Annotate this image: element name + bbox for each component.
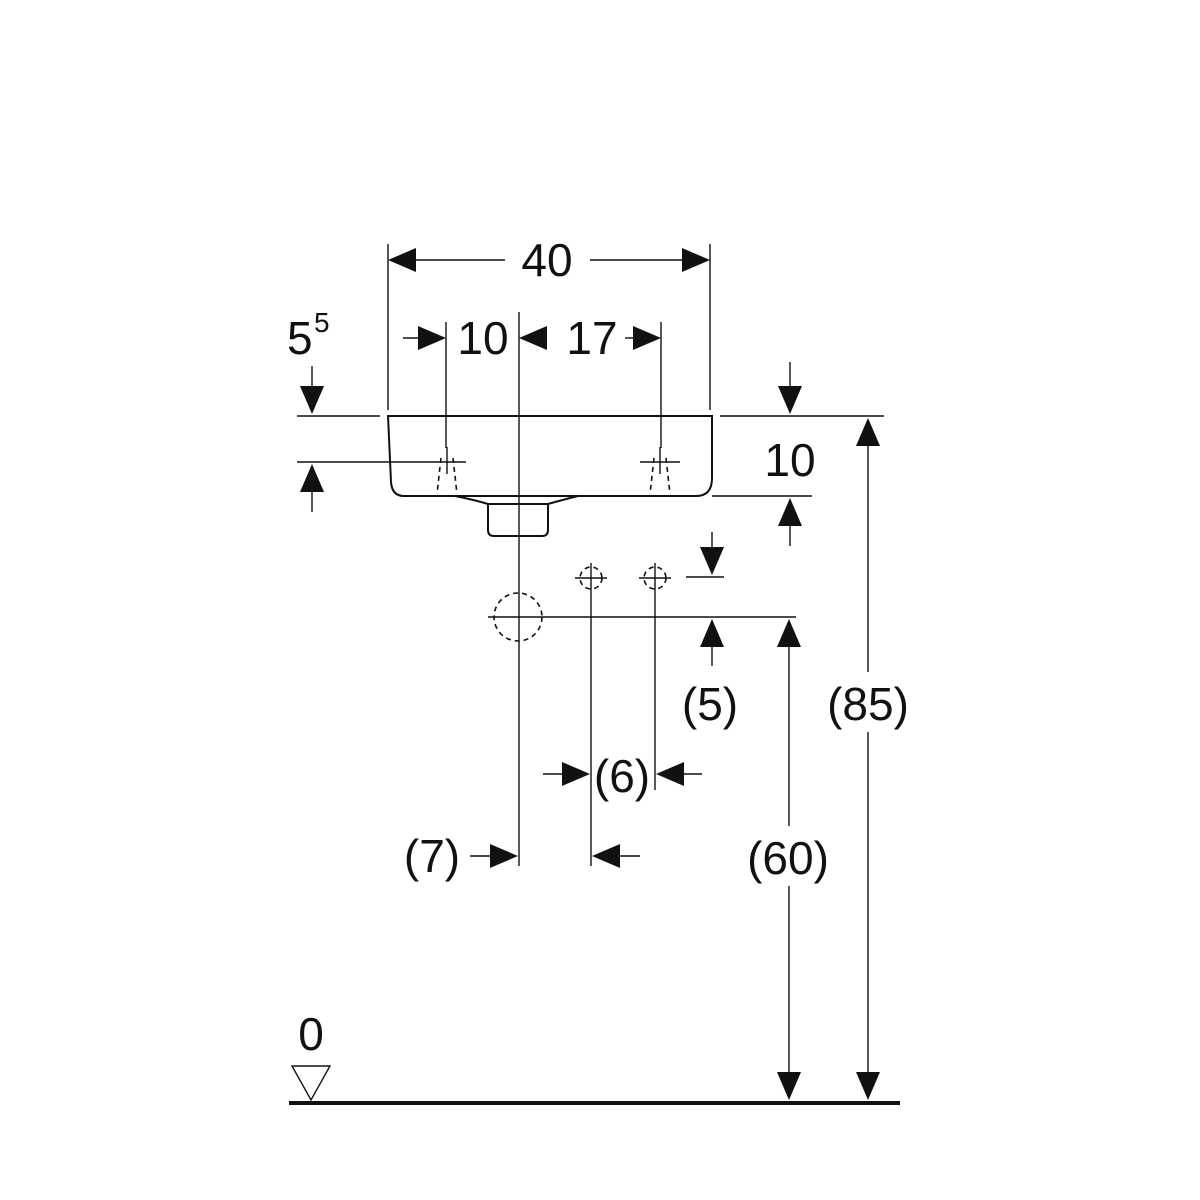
label-tap-right: 17: [566, 312, 617, 364]
label-drain-offset: (7): [404, 830, 460, 882]
dimension-basin-height: 10: [712, 362, 884, 546]
label-tap-left: 10: [457, 312, 508, 364]
dimension-drain-height: (60): [747, 619, 829, 1100]
dimension-rim-height: (85): [827, 418, 909, 1100]
label-floor-level: 0: [298, 1008, 324, 1060]
floor-level-marker: 0: [290, 1008, 332, 1102]
label-overall-width: 40: [521, 234, 572, 286]
tap-hole-right: [640, 447, 680, 495]
tap-hole-left: [424, 447, 466, 495]
label-top-offset-superscript: 5: [314, 307, 330, 338]
waste-connection-symbol: [488, 592, 548, 642]
label-drain-height: (60): [747, 832, 829, 884]
dimension-supply-spacing: (6): [543, 750, 702, 802]
supply-connection-right: [639, 563, 671, 790]
supply-connection-left: [575, 563, 607, 866]
drain-outlet: [487, 504, 549, 537]
dimension-overall-width: 40: [387, 234, 711, 410]
basin-outline: [386, 415, 713, 505]
dimension-tap-offsets: 10 17: [403, 312, 662, 448]
label-rim-height: (85): [827, 678, 909, 730]
dimension-drain-offset: (7): [404, 830, 640, 882]
dimension-supply-rise: (5): [548, 532, 796, 730]
label-supply-spacing: (6): [594, 750, 650, 802]
label-top-offset: 5: [287, 312, 313, 364]
label-supply-rise: (5): [682, 678, 738, 730]
dimension-top-offset: 5 5: [287, 307, 424, 512]
label-basin-height: 10: [764, 434, 815, 486]
